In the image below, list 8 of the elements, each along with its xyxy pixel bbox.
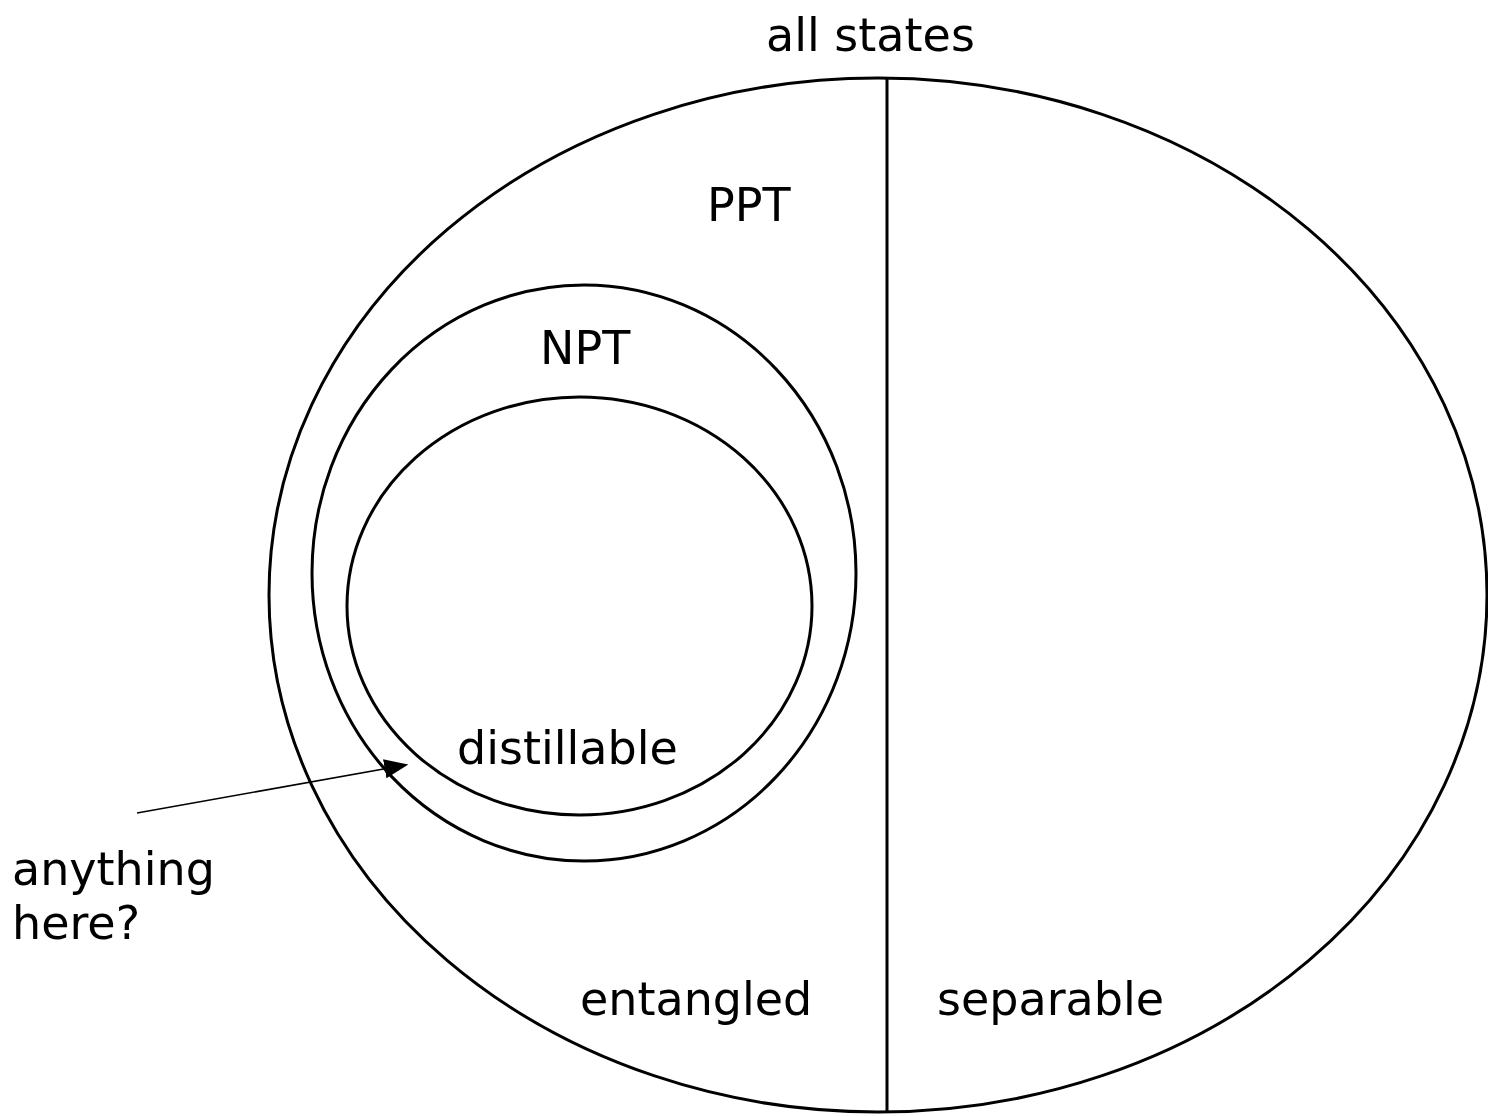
set-label: distillable <box>457 721 678 775</box>
question-text: anything here? <box>12 842 216 950</box>
region-label: entangled <box>580 972 813 1026</box>
region-label: PPT <box>707 178 791 232</box>
leader-arrow <box>136 759 409 814</box>
set-label: NPT <box>540 321 631 375</box>
set-title: all states <box>766 8 975 62</box>
region-label: separable <box>937 972 1165 1026</box>
